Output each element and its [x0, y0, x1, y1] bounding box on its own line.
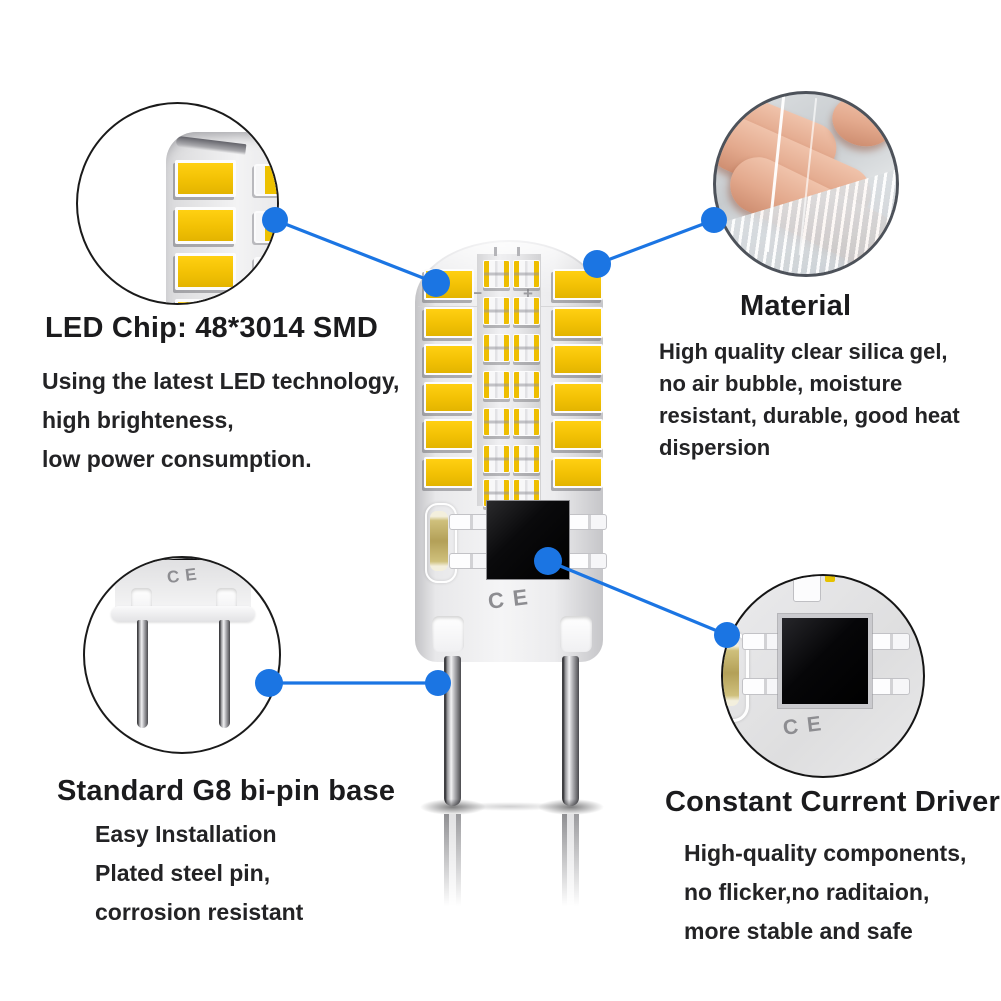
led-chip-zoom-circle	[76, 102, 279, 305]
smd-led-chip	[553, 457, 603, 488]
driver-title: Constant Current Driver	[665, 786, 1000, 818]
driver-line-1: High-quality components,	[684, 840, 967, 866]
smd-led-chip-side	[513, 408, 540, 436]
smd-led-chip-side	[483, 260, 510, 288]
mold-mark	[517, 247, 520, 256]
chip-leg	[567, 553, 607, 569]
smd-led-chip-side	[483, 297, 510, 325]
smd-led-chip	[424, 382, 474, 413]
led-chip-line-2: high brighteness,	[42, 407, 234, 433]
driver-zoom-circle: CE	[721, 574, 925, 778]
polarity-plus: +	[523, 284, 533, 303]
capacitor	[430, 511, 448, 571]
chip-leg	[567, 514, 607, 530]
smd-led-chip	[424, 344, 474, 375]
pin-shadow	[538, 799, 604, 815]
mold-mark	[494, 247, 497, 256]
smd-led-chip	[553, 419, 603, 450]
smd-led-chip-side	[483, 445, 510, 473]
smd-led-chip	[424, 269, 474, 300]
smd-led-chip-side	[513, 260, 540, 288]
led-chip-title: LED Chip: 48*3014 SMD	[45, 312, 378, 344]
base-zoom-circle: CE	[83, 556, 281, 754]
smd-led-chip-closeup	[175, 160, 236, 197]
base-flange	[111, 606, 255, 622]
chip-leg	[449, 553, 489, 569]
smd-led-chip-side	[513, 297, 540, 325]
pin-shadow	[420, 799, 486, 815]
smd-led-chip-edge	[254, 164, 277, 196]
base-line-1: Easy Installation	[95, 821, 277, 847]
smd-led-chip	[553, 307, 603, 338]
smd-component	[825, 576, 835, 582]
material-line-4: dispersion	[659, 435, 771, 460]
base-line-3: corrosion resistant	[95, 899, 304, 925]
chip-leg	[868, 633, 910, 650]
led-chip-line-1: Using the latest LED technology,	[42, 368, 400, 394]
bi-pin	[444, 656, 461, 806]
base-line-2: Plated steel pin,	[95, 860, 271, 886]
pin-reflection	[444, 814, 461, 914]
pin-notch	[432, 616, 464, 652]
smd-component	[793, 576, 821, 602]
driver-ic	[486, 500, 570, 580]
smd-led-chip-closeup	[175, 207, 236, 244]
material-line-1: High quality clear silica gel,	[659, 339, 948, 364]
capacitor	[723, 640, 739, 706]
smd-led-chip-side	[483, 408, 510, 436]
pin-reflection	[562, 814, 579, 914]
material-line-3: resistant, durable, good heat	[659, 403, 960, 428]
smd-led-chip-side	[513, 371, 540, 399]
smd-led-chip-side	[513, 334, 540, 362]
led-chip-line-3: low power consumption.	[42, 446, 312, 472]
bi-pin	[137, 620, 148, 728]
smd-led-chip-edge	[254, 257, 277, 289]
smd-led-chip	[424, 419, 474, 450]
smd-led-chip	[553, 269, 603, 300]
material-zoom-circle	[713, 91, 899, 277]
driver-line-3: more stable and safe	[684, 918, 913, 944]
chip-leg	[868, 678, 910, 695]
smd-led-chip	[424, 457, 474, 488]
pin-notch	[560, 616, 592, 652]
smd-led-chip-side	[483, 334, 510, 362]
floor-shadow	[455, 802, 565, 811]
component-ring	[425, 503, 457, 583]
material-line-2: no air bubble, moisture	[659, 371, 903, 396]
driver-ic-closeup	[782, 618, 868, 704]
smd-led-chip-closeup	[175, 299, 236, 303]
smd-led-chip	[553, 382, 603, 413]
bi-pin	[562, 656, 579, 806]
material-title: Material	[740, 290, 852, 322]
bi-pin	[219, 620, 230, 728]
chip-leg	[449, 514, 489, 530]
base-title: Standard G8 bi-pin base	[57, 775, 396, 807]
smd-led-chip	[553, 344, 603, 375]
pin-notch	[871, 758, 907, 776]
smd-led-chip-side	[513, 445, 540, 473]
smd-led-chip-side	[483, 371, 510, 399]
smd-led-chip	[424, 307, 474, 338]
driver-line-2: no flicker,no raditaion,	[684, 879, 930, 905]
polarity-minus: –	[472, 282, 483, 302]
smd-led-chip-closeup	[175, 253, 236, 290]
